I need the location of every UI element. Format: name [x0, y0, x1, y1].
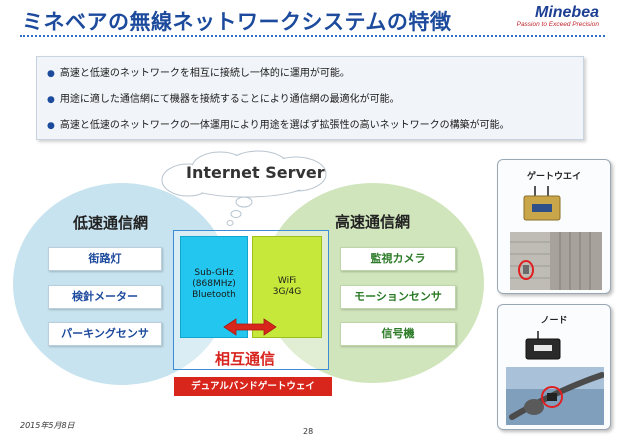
cloud-tail-icon	[226, 196, 253, 226]
feature-item: ● 用途に適した通信網にて機器を接続することにより通信網の最適化が可能。	[47, 87, 573, 113]
high-speed-network-title: 高速通信網	[335, 213, 411, 231]
device-traffic-signal: 信号機	[340, 322, 456, 346]
subghz-label: Sub-GHz (868MHz) Bluetooth	[183, 268, 245, 301]
footer-date: 2015年5月8日	[20, 421, 75, 430]
node-install-photo	[506, 367, 604, 425]
device-surveillance-camera: 監視カメラ	[340, 247, 456, 271]
bullet-icon: ●	[47, 95, 55, 105]
gateway-device-icon	[523, 186, 561, 221]
device-meter: 検針メーター	[48, 285, 162, 309]
page-number: 28	[303, 427, 314, 436]
gateway-install-photo	[510, 232, 602, 290]
minebea-logo: Minebea Passion to Exceed Precision	[517, 4, 599, 28]
device-parking-sensor: パーキングセンサ	[48, 322, 162, 346]
subghz-line3: Bluetooth	[192, 290, 236, 300]
wifi-line1: WiFi	[277, 276, 297, 286]
feature-item: ● 高速と低速のネットワークを相互に接続し一体的に運用が可能。	[47, 61, 573, 87]
bullet-icon: ●	[47, 121, 55, 131]
wifi-line2: 3G/4G	[272, 287, 302, 297]
subghz-line2: (868MHz)	[192, 279, 236, 289]
wifi-label: WiFi 3G/4G	[256, 276, 318, 298]
feature-list: ● 高速と低速のネットワークを相互に接続し一体的に運用が可能。 ● 用途に適した通信…	[36, 56, 584, 140]
cloud-icon	[161, 150, 327, 198]
logo-name: Minebea	[534, 4, 599, 21]
internet-server-label: Internet Server	[186, 163, 325, 182]
gateway-photo-panel: ゲートウエイ	[497, 159, 611, 294]
node-photo-panel: ノード	[497, 304, 611, 430]
device-street-light: 街路灯	[48, 247, 162, 271]
subghz-module	[180, 236, 248, 338]
bidirectional-arrow-icon	[223, 318, 277, 336]
feature-item: ● 高速と低速のネットワークの一体運用により用途を選ばず拡張性の高いネットワークの…	[47, 113, 573, 139]
bullet-icon: ●	[47, 69, 55, 79]
low-speed-network-title: 低速通信網	[73, 214, 149, 232]
mutual-communication-label: 相互通信	[215, 350, 276, 368]
feature-text: 用途に適した通信網にて機器を接続することにより通信網の最適化が可能。	[59, 94, 400, 105]
device-motion-sensor: モーションセンサ	[340, 285, 456, 309]
page-title: ミネベアの無線ネットワークシステムの特徴	[22, 10, 452, 34]
feature-text: 高速と低速のネットワークの一体運用により用途を選ばず拡張性の高いネットワークの構…	[59, 120, 510, 131]
subghz-line1: Sub-GHz	[194, 268, 234, 278]
node-device-icon	[525, 331, 561, 360]
feature-text: 高速と低速のネットワークを相互に接続し一体的に運用が可能。	[59, 68, 350, 79]
logo-tagline: Passion to Exceed Precision	[516, 21, 599, 28]
dual-band-gateway-label: デュアルバンドゲートウェイ	[174, 377, 332, 396]
title-divider	[20, 35, 605, 37]
node-panel-label: ノード	[540, 316, 568, 326]
gateway-panel-label: ゲートウエイ	[526, 172, 581, 182]
